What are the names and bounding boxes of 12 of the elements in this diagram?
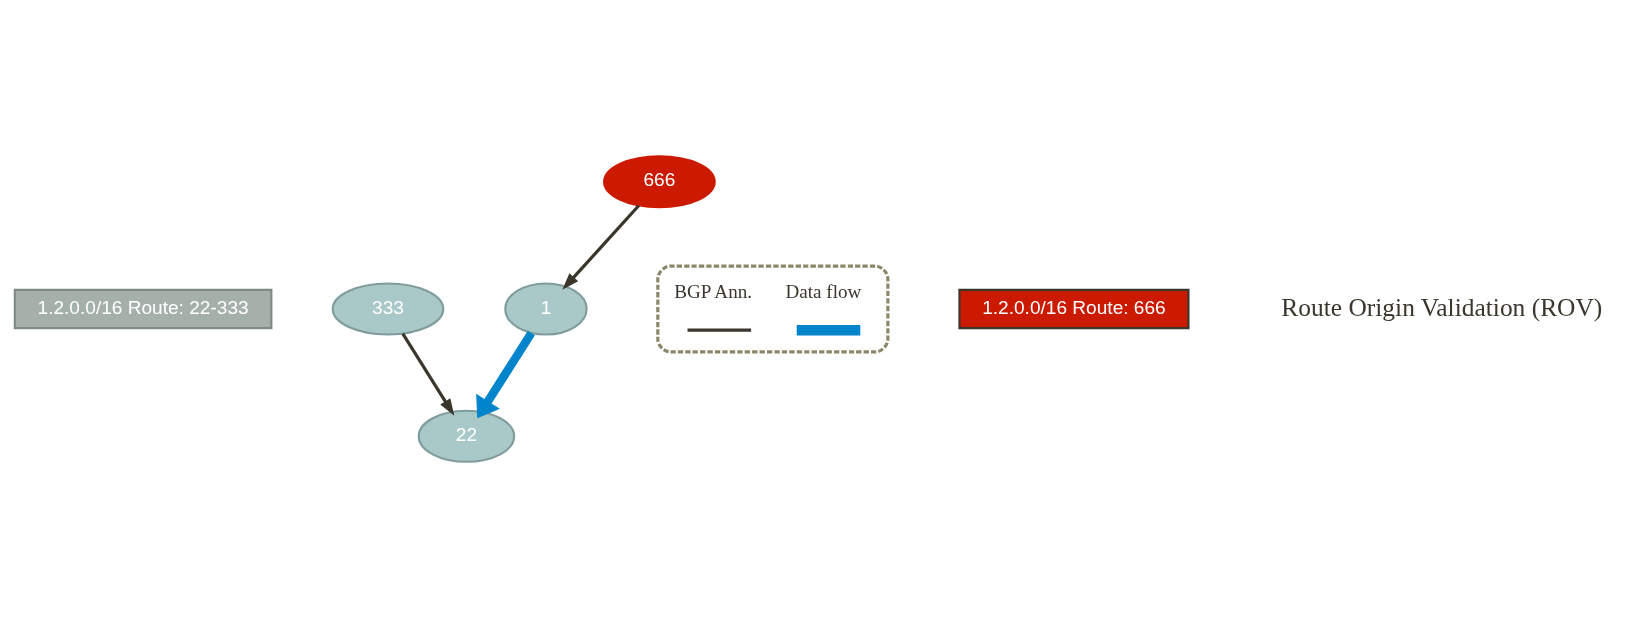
node-ellipse: 22: [417, 409, 516, 463]
arrow: [476, 330, 535, 419]
node-ellipse: 1: [504, 282, 588, 336]
node-ellipse: 666: [603, 155, 716, 209]
legend-label: BGP Ann.: [674, 280, 752, 302]
arrow: [401, 332, 455, 416]
node-box: 1.2.0.0/16 Route: 666: [958, 288, 1190, 330]
legend-label: Data flow: [785, 280, 862, 302]
node-ellipse: 333: [331, 282, 445, 336]
arrow: [562, 204, 641, 290]
label: Route Origin Validation (ROV): [1281, 292, 1603, 322]
node-box: 1.2.0.0/16 Route: 22-333: [13, 288, 273, 330]
